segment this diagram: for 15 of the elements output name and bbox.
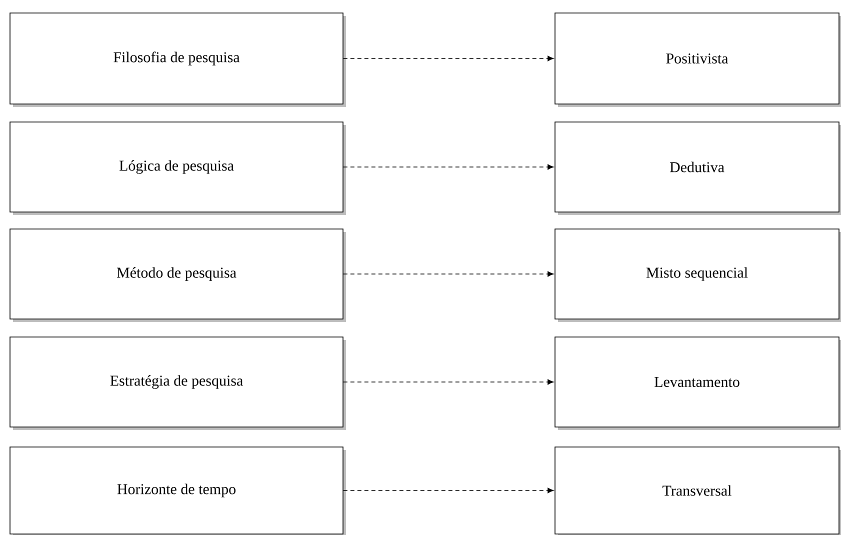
arrow — [343, 164, 554, 170]
process-box: Horizonte de tempo — [10, 446, 344, 534]
process-box: Transversal — [554, 446, 840, 534]
process-box: Estratégia de pesquisa — [10, 336, 344, 428]
process-box: Filosofia de pesquisa — [10, 12, 344, 104]
arrow — [343, 379, 554, 385]
process-box: Positivista — [554, 12, 840, 104]
arrow — [343, 488, 554, 494]
process-box: Lógica de pesquisa — [10, 122, 344, 212]
arrow — [343, 56, 554, 62]
process-box: Levantamento — [554, 336, 840, 428]
arrow — [343, 271, 554, 277]
process-box: Misto sequencial — [554, 228, 840, 320]
process-box: Método de pesquisa — [10, 228, 344, 320]
process-box: Dedutiva — [554, 122, 840, 212]
